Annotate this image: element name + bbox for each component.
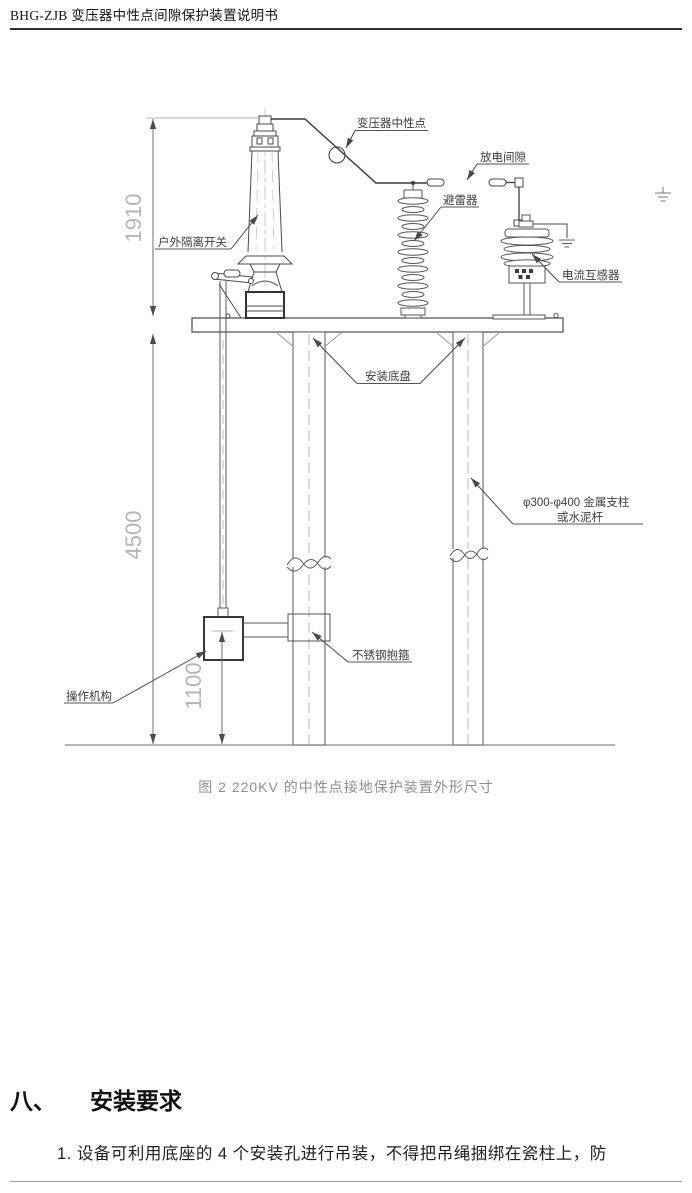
ground-symbol-ct	[559, 239, 575, 248]
label-transformer-neutral-text: 变压器中性点	[357, 116, 426, 130]
footer-rule	[10, 1181, 682, 1182]
dimension-4500: 4500	[121, 334, 157, 744]
support-column-left	[286, 331, 332, 746]
label-outdoor-disconnect-text: 户外隔离开关	[158, 235, 227, 249]
neutral-wire	[271, 118, 427, 185]
label-operating-mechanism-text: 操作机构	[66, 689, 112, 703]
label-discharge-gap: 放电间隙	[466, 150, 529, 181]
page-header: BHG-ZJB 变压器中性点间隙保护装置说明书	[10, 4, 682, 30]
section-heading: 八、 安装要求	[10, 1082, 182, 1116]
label-support-column-line1: φ300-φ400 金属支柱	[523, 495, 630, 509]
callout-labels: 变压器中性点 放电间隙 避雷器 户外隔离开关 电流互感器	[64, 116, 643, 704]
ground-symbol-right	[655, 187, 671, 202]
label-operating-mechanism: 操作机构	[64, 650, 207, 704]
header-title: BHG-ZJB 变压器中性点间隙保护装置说明书	[10, 8, 279, 23]
label-support-column: φ300-φ400 金属支柱 或水泥杆	[470, 477, 643, 525]
label-outdoor-disconnect: 户外隔离开关	[155, 214, 259, 250]
label-current-transformer: 电流互感器	[531, 253, 622, 283]
current-transformer-drawing	[492, 214, 575, 320]
dimension-1100: 1100	[181, 630, 233, 744]
label-support-column-line2: 或水泥杆	[557, 510, 603, 524]
dimension-1100-value: 1100	[181, 662, 206, 709]
label-transformer-neutral: 变压器中性点	[345, 116, 428, 149]
figure-caption: 图 2 220KV 的中性点接地保护装置外形尺寸	[198, 779, 494, 795]
label-mounting-base: 安装底盘	[312, 337, 466, 384]
disconnect-switch-drawing	[211, 108, 294, 319]
dimension-4500-value: 4500	[121, 511, 146, 560]
hoop-clamp	[243, 613, 331, 642]
label-mounting-base-text: 安装底盘	[365, 369, 411, 383]
mounting-base-plate	[191, 312, 564, 349]
support-column-right	[449, 331, 489, 746]
label-hoop-clamp-text: 不锈钢抱箍	[352, 648, 410, 662]
section-number: 八、	[10, 1088, 56, 1114]
label-arrester-text: 避雷器	[443, 193, 478, 207]
section-title: 安装要求	[90, 1088, 182, 1114]
dimension-1910-value: 1910	[121, 194, 146, 243]
label-discharge-gap-text: 放电间隙	[480, 150, 526, 164]
label-current-transformer-text: 电流互感器	[562, 268, 620, 282]
operating-mechanism-box	[203, 616, 244, 661]
body-paragraph: 1. 设备可利用底座的 4 个安装孔进行吊装，不得把吊绳捆绑在瓷柱上，防	[57, 1145, 607, 1163]
label-hoop-clamp: 不锈钢抱箍	[311, 631, 412, 663]
arrester-drawing	[397, 185, 429, 319]
dimension-1910: 1910	[121, 117, 258, 316]
label-arrester: 避雷器	[413, 193, 479, 242]
